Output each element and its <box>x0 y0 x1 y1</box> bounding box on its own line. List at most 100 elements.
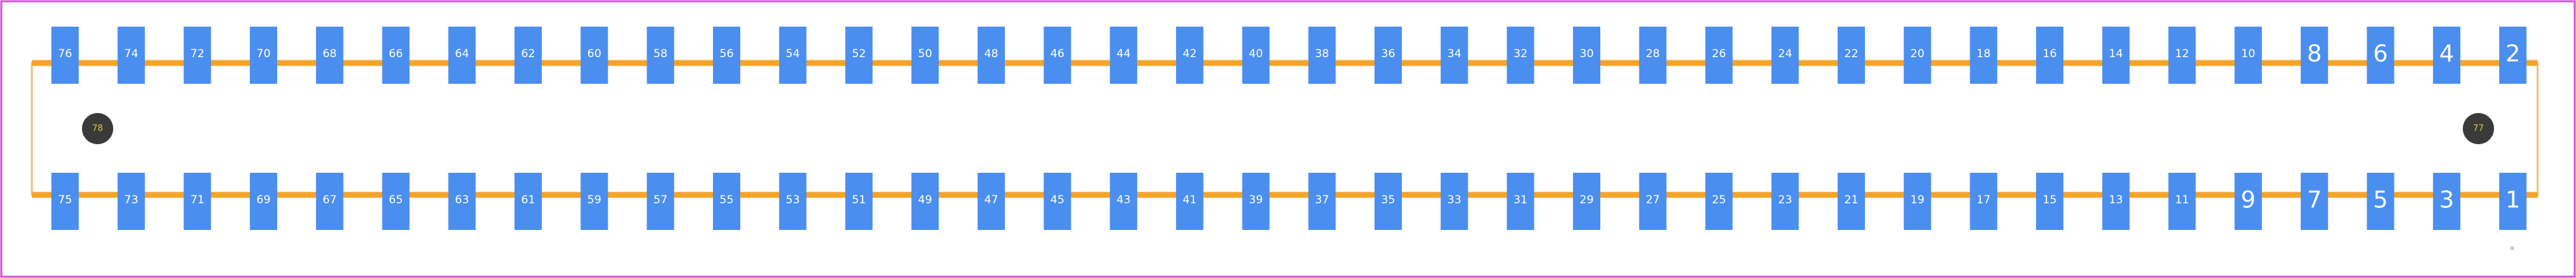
pad-28 <box>1639 27 1667 84</box>
pad-30 <box>1573 27 1601 84</box>
pad-label: 62 <box>521 47 535 60</box>
pad-12 <box>2168 27 2196 84</box>
pad-23 <box>1771 173 1799 230</box>
pad-label: 18 <box>1976 47 1991 60</box>
pad-10 <box>2234 27 2262 84</box>
pad-11 <box>2168 173 2196 230</box>
pad-label: 6 <box>2373 41 2388 68</box>
pad-75 <box>51 173 79 230</box>
pad-64 <box>448 27 476 84</box>
pad-48 <box>977 27 1005 84</box>
pad-18 <box>1970 27 1998 84</box>
pin1-marker-dot <box>2510 246 2514 250</box>
pad-13 <box>2102 173 2130 230</box>
pad-57 <box>647 173 675 230</box>
pad-label: 15 <box>2043 194 2057 207</box>
pad-label: 41 <box>1183 194 1197 207</box>
pad-15 <box>2036 173 2063 230</box>
pad-label: 49 <box>918 194 932 207</box>
mounting-hole-label: 77 <box>2473 124 2484 134</box>
pad-label: 21 <box>1844 194 1858 207</box>
pad-21 <box>1837 173 1865 230</box>
pad-label: 34 <box>1447 47 1462 60</box>
pad-label: 59 <box>587 194 602 207</box>
pad-45 <box>1043 173 1071 230</box>
pad-59 <box>580 173 608 230</box>
pad-label: 57 <box>653 194 667 207</box>
pad-label: 20 <box>1911 47 1925 60</box>
pad-label: 38 <box>1315 47 1329 60</box>
pad-label: 72 <box>191 47 205 60</box>
pad-41 <box>1175 173 1203 230</box>
pad-5 <box>2367 173 2395 230</box>
pad-label: 28 <box>1646 47 1660 60</box>
pad-label: 63 <box>455 194 469 207</box>
pad-label: 55 <box>719 194 734 207</box>
pad-label: 43 <box>1116 194 1131 207</box>
mounting-hole-78 <box>82 113 113 144</box>
pad-49 <box>911 173 939 230</box>
pad-3 <box>2433 173 2461 230</box>
pad-label: 16 <box>2043 47 2057 60</box>
pad-label: 8 <box>2307 41 2322 68</box>
pad-67 <box>315 173 343 230</box>
pad-label: 64 <box>455 47 469 60</box>
pad-68 <box>315 27 343 84</box>
pad-label: 71 <box>191 194 205 207</box>
pad-76 <box>51 27 79 84</box>
pad-32 <box>1507 27 1535 84</box>
pad-label: 58 <box>653 47 667 60</box>
pad-label: 76 <box>58 47 72 60</box>
pad-label: 17 <box>1976 194 1991 207</box>
pad-26 <box>1705 27 1733 84</box>
pad-54 <box>779 27 807 84</box>
pad-31 <box>1507 173 1535 230</box>
pad-72 <box>183 27 211 84</box>
pad-label: 52 <box>852 47 866 60</box>
pad-label: 67 <box>323 194 337 207</box>
pad-label: 31 <box>1514 194 1528 207</box>
mounting-hole-label: 78 <box>92 124 103 134</box>
pad-50 <box>911 27 939 84</box>
pad-label: 12 <box>2175 47 2190 60</box>
pad-label: 39 <box>1249 194 1263 207</box>
pad-44 <box>1110 27 1138 84</box>
pad-label: 40 <box>1249 47 1263 60</box>
pad-7 <box>2300 173 2328 230</box>
pad-label: 32 <box>1514 47 1528 60</box>
pad-label: 61 <box>521 194 535 207</box>
pad-71 <box>183 173 211 230</box>
pad-35 <box>1375 173 1402 230</box>
pad-label: 75 <box>58 194 72 207</box>
pad-label: 25 <box>1712 194 1726 207</box>
mounting-hole-77 <box>2463 113 2494 144</box>
pad-label: 2 <box>2505 41 2520 68</box>
pad-36 <box>1375 27 1402 84</box>
pad-58 <box>647 27 675 84</box>
pad-label: 42 <box>1183 47 1197 60</box>
pad-39 <box>1242 173 1270 230</box>
pad-label: 37 <box>1315 194 1329 207</box>
pad-label: 69 <box>256 194 271 207</box>
pad-43 <box>1110 173 1138 230</box>
pad-20 <box>1903 27 1931 84</box>
pad-label: 53 <box>786 194 800 207</box>
pad-label: 46 <box>1051 47 1065 60</box>
pad-label: 70 <box>256 47 271 60</box>
pad-label: 10 <box>2241 47 2255 60</box>
pad-label: 35 <box>1381 194 1395 207</box>
pad-label: 22 <box>1844 47 1858 60</box>
pad-63 <box>448 173 476 230</box>
pad-label: 44 <box>1116 47 1131 60</box>
pad-53 <box>779 173 807 230</box>
mounting-holes: 78 77 <box>82 113 2494 144</box>
pad-4 <box>2433 27 2461 84</box>
pad-52 <box>845 27 873 84</box>
pad-label: 13 <box>2109 194 2123 207</box>
pad-47 <box>977 173 1005 230</box>
pad-73 <box>117 173 145 230</box>
pad-label: 5 <box>2373 187 2388 214</box>
